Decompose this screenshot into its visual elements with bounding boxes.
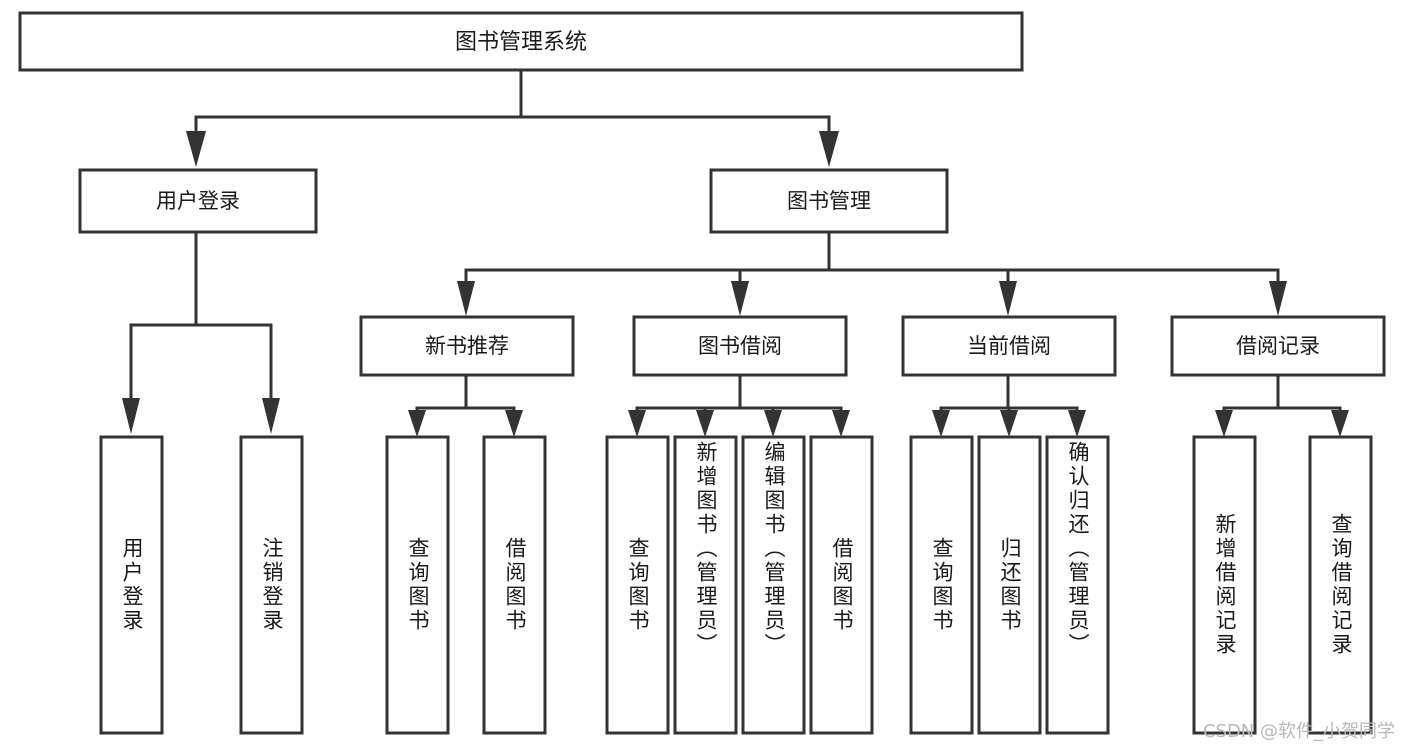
leaf-add-record-box[interactable] <box>1192 435 1257 735</box>
leaf-query-book-2-box[interactable] <box>605 435 670 735</box>
arrow-new-book-recommend <box>457 281 475 316</box>
node-root-box[interactable] <box>18 11 1024 72</box>
arrow-borrow-record <box>1269 281 1287 316</box>
leaf-edit-book-box[interactable] <box>741 435 806 735</box>
arrow-leaf-query-book-1 <box>408 410 426 437</box>
node-book-management-label: 图书管理 <box>787 189 871 213</box>
node-new-book-recommend-box[interactable] <box>359 315 575 377</box>
node-current-borrow-box[interactable] <box>901 315 1117 377</box>
leaf-borrow-book-1-box[interactable] <box>482 435 547 735</box>
leaf-query-record-box[interactable] <box>1308 435 1373 735</box>
arrow-current-borrow <box>999 281 1017 316</box>
arrow-user-login <box>186 131 206 167</box>
node-new-book-recommend-label: 新书推荐 <box>425 334 509 358</box>
node-book-management-box[interactable] <box>709 168 949 234</box>
arrow-book-management <box>819 131 839 167</box>
node-user-login[interactable]: 用户登录 <box>78 168 318 234</box>
connector-group <box>122 68 1349 437</box>
arrow-leaf-borrow-book-2 <box>832 410 850 437</box>
arrow-leaf-borrow-book-1 <box>505 410 523 437</box>
arrow-leaf-query-record <box>1331 410 1349 437</box>
node-book-management[interactable]: 图书管理 <box>709 168 949 234</box>
node-current-borrow-label: 当前借阅 <box>967 334 1051 358</box>
node-root-label: 图书管理系统 <box>455 30 587 55</box>
arrow-leaf-add-book <box>696 410 714 437</box>
leaf-query-book-1-box[interactable] <box>385 435 450 735</box>
node-user-login-box[interactable] <box>78 168 318 234</box>
node-current-borrow[interactable]: 当前借阅 <box>901 315 1117 377</box>
arrow-leaf-query-book-3 <box>932 410 950 437</box>
node-book-borrow-label: 图书借阅 <box>698 334 782 358</box>
arrow-leaf-edit-book <box>764 410 782 437</box>
node-new-book-recommend[interactable]: 新书推荐 <box>359 315 575 377</box>
leaf-return-book-box[interactable] <box>977 435 1042 735</box>
arrow-leaf-user-login <box>122 398 140 434</box>
arrow-leaf-add-record <box>1215 410 1233 437</box>
arrow-book-borrow <box>731 281 749 316</box>
node-borrow-record-box[interactable] <box>1170 315 1386 377</box>
node-user-login-label: 用户登录 <box>156 189 240 213</box>
watermark: CSDN @软件_小贺同学 <box>1202 721 1395 742</box>
node-root[interactable]: 图书管理系统 <box>18 11 1024 72</box>
leaf-user-login-box[interactable] <box>99 435 164 735</box>
node-borrow-record-label: 借阅记录 <box>1236 334 1320 358</box>
leaf-logout-box[interactable] <box>239 435 304 735</box>
arrow-leaf-confirm-return <box>1068 410 1086 437</box>
node-borrow-record[interactable]: 借阅记录 <box>1170 315 1386 377</box>
leaf-add-book-box[interactable] <box>673 435 738 735</box>
leaf-confirm-return-box[interactable] <box>1045 435 1110 735</box>
node-book-borrow[interactable]: 图书借阅 <box>632 315 848 377</box>
arrow-leaf-logout <box>262 398 280 434</box>
leaf-query-book-3-box[interactable] <box>909 435 974 735</box>
arrow-leaf-query-book-2 <box>628 410 646 437</box>
node-book-borrow-box[interactable] <box>632 315 848 377</box>
leaf-borrow-book-2-box[interactable] <box>809 435 874 735</box>
arrow-leaf-return-book <box>1000 410 1018 437</box>
